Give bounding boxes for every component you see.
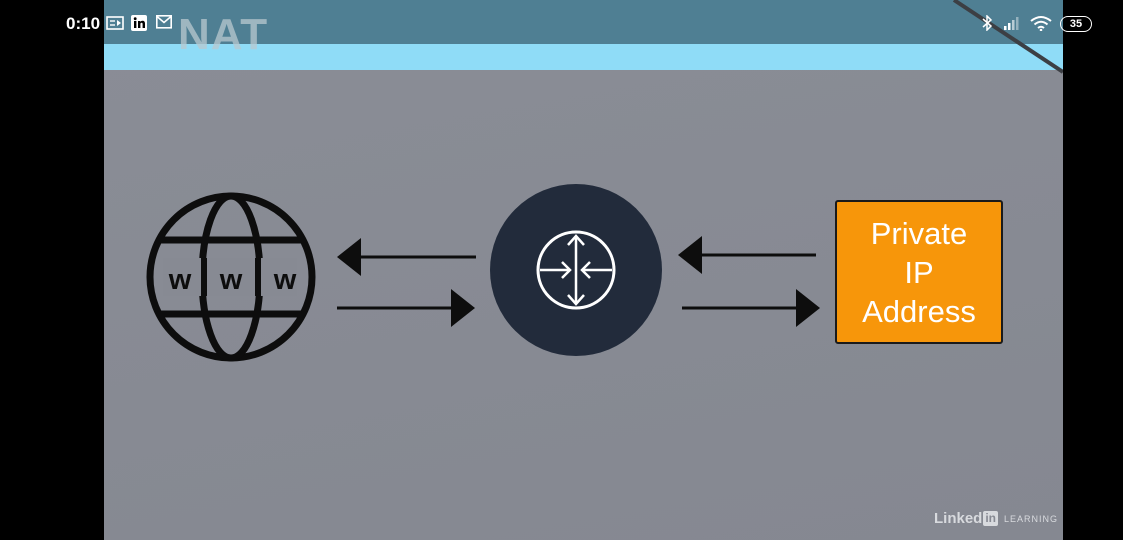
status-time: 0:10 [66,14,101,33]
wifi-icon [1030,16,1052,31]
private-box-line-1: Private [870,215,968,251]
linkedin-icon [131,15,147,31]
svg-text:w: w [168,264,192,296]
video-player[interactable]: NAT w w w [104,0,1063,540]
slide-header-band [104,44,1063,70]
battery-icon: 35 [1060,16,1092,32]
watermark-brand-text: Linked [934,510,983,527]
nat-diagram: w w w [146,184,820,362]
watermark-in-box: in [983,511,999,526]
slide-title: NAT [178,10,269,59]
svg-text:w: w [219,264,243,296]
watermark-learning-text: LEARNING [1004,513,1059,524]
arrow-to-router [337,289,475,327]
status-bar: 0:10 [0,0,1123,44]
linkedin-learning-watermark: Linked in LEARNING [934,510,1058,527]
svg-text:w: w [273,264,297,296]
www-letters: w w w [163,258,297,296]
private-ip-address-box: Private IP Address [835,200,1003,344]
screen-cast-icon [106,16,124,30]
private-box-line-2: IP [904,254,934,290]
signal-icon [1004,17,1019,30]
router-icon [490,184,662,356]
arrow-to-internet [337,238,476,276]
bluetooth-icon [982,15,993,31]
arrow-to-private [682,289,820,327]
corner-diagonal-line [952,0,1063,74]
arrow-to-router-from-private [678,236,816,274]
slide-header-bar [104,0,1063,44]
gmail-icon [156,15,172,29]
private-box-line-3: Address [862,293,976,329]
